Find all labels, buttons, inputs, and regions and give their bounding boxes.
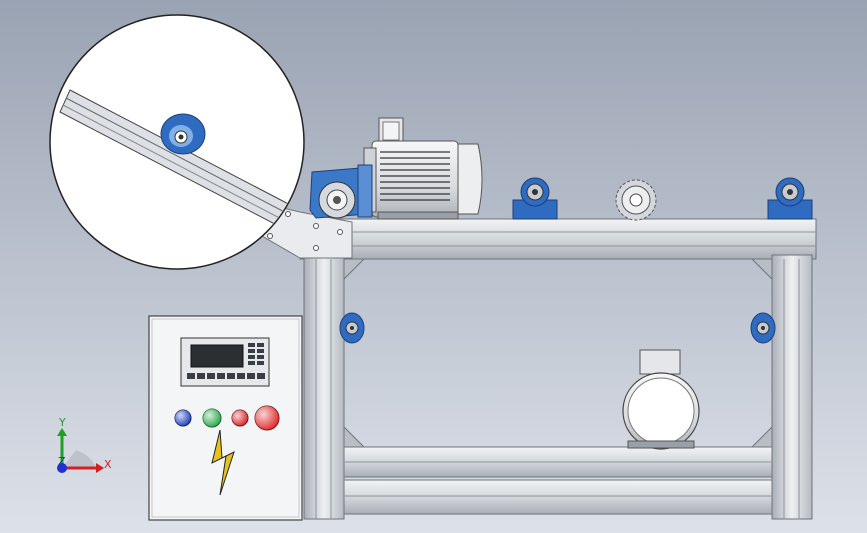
triad-x-label: X: [104, 458, 112, 471]
corner-bracket-tr: [750, 258, 773, 281]
worm-gearbox[interactable]: [309, 164, 373, 219]
button-red-small[interactable]: [231, 409, 249, 427]
indicator-blue[interactable]: [174, 409, 192, 427]
drive-motor[interactable]: [363, 117, 483, 220]
corner-bracket-br: [750, 425, 773, 448]
detail-roller: [160, 113, 206, 155]
button-green[interactable]: [202, 408, 222, 428]
corner-bracket-tl: [343, 258, 366, 281]
bottom-rail-lower[interactable]: [343, 479, 773, 515]
top-rail[interactable]: [299, 218, 817, 260]
sprocket[interactable]: [615, 179, 657, 221]
hmi-function-keys[interactable]: [187, 373, 265, 379]
lower-motor[interactable]: [622, 349, 700, 450]
right-post[interactable]: [771, 254, 813, 520]
aluminum-frame[interactable]: [299, 218, 817, 520]
triad-z-label: Z: [58, 455, 66, 468]
hmi-display: [190, 344, 244, 368]
pillow-block-bearing-1[interactable]: [512, 177, 558, 220]
hmi-keypad[interactable]: [248, 343, 264, 365]
corner-bracket-bl: [343, 425, 366, 448]
left-post[interactable]: [303, 254, 345, 520]
emergency-stop-button[interactable]: [254, 405, 280, 431]
triad-y-label: Y: [58, 416, 66, 429]
high-voltage-icon: [211, 429, 235, 496]
hmi-controller[interactable]: [180, 337, 270, 387]
pillow-block-bearing-2[interactable]: [767, 177, 813, 220]
side-roller-left[interactable]: [339, 312, 365, 344]
side-roller-right[interactable]: [750, 312, 776, 344]
detail-view-circle[interactable]: [49, 14, 305, 270]
coordinate-triad: X Y Z: [57, 416, 112, 473]
